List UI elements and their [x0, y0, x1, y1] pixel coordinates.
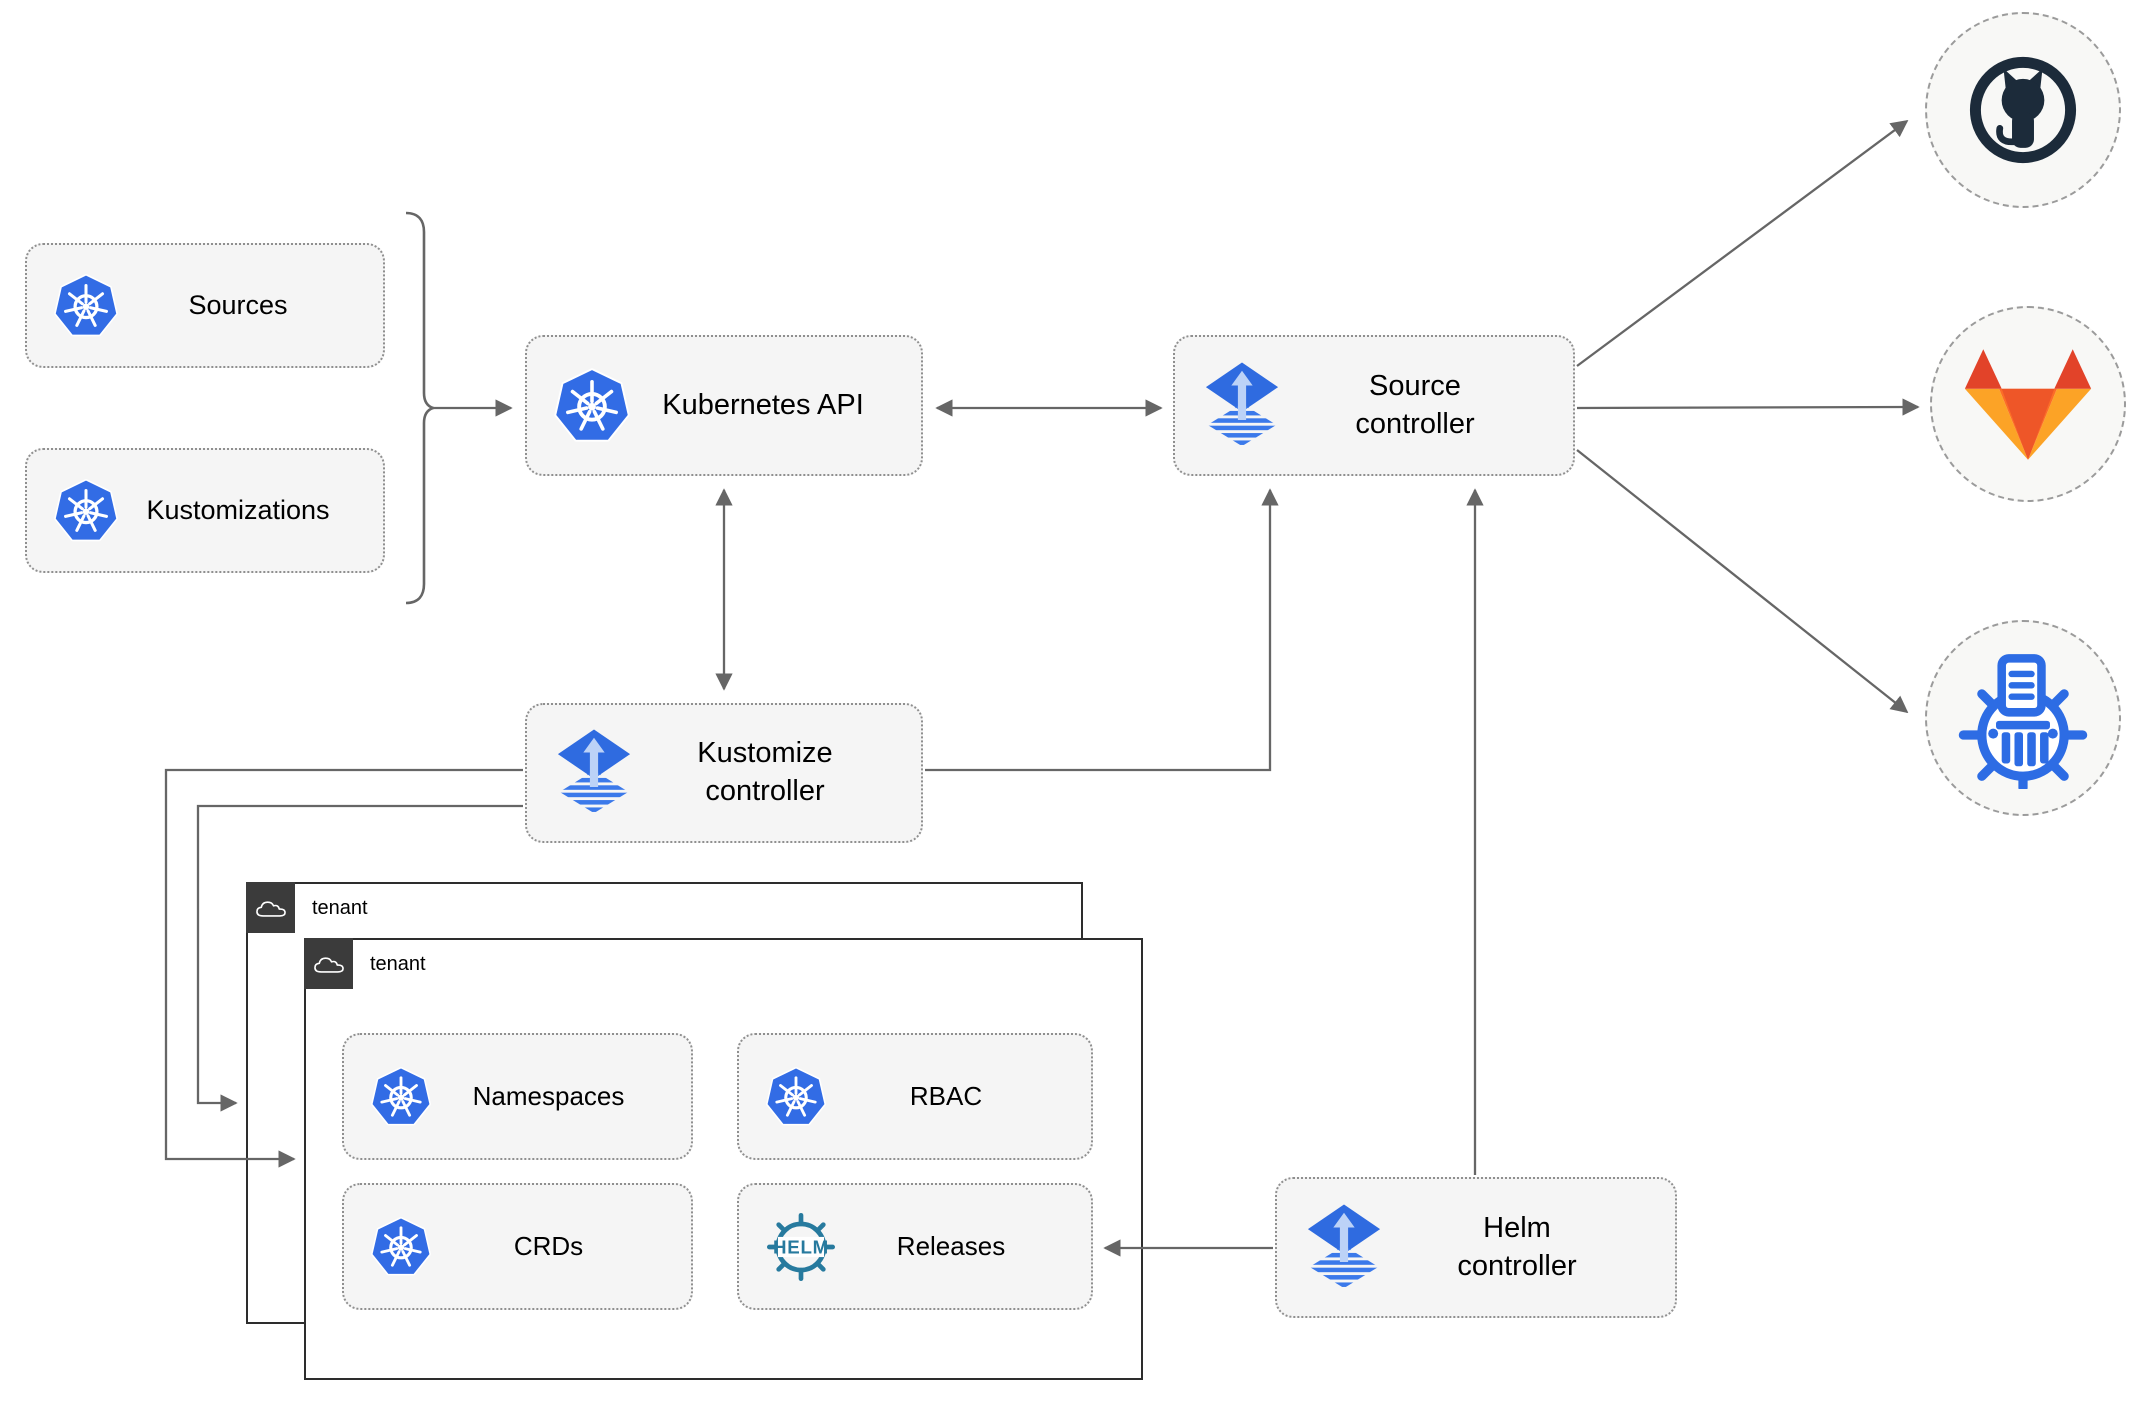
crds-label: CRDs: [513, 1230, 584, 1261]
kubernetes-icon: [765, 1066, 827, 1128]
releases-node: Releases: [737, 1183, 1093, 1310]
flux-icon: [553, 722, 635, 824]
namespaces-label: Namespaces: [472, 1080, 625, 1111]
releases-label: Releases: [896, 1230, 1006, 1261]
crds-node: CRDs: [342, 1183, 693, 1310]
sources-node: Sources: [25, 243, 385, 368]
sources-label: Sources: [188, 289, 288, 320]
cloud-icon: [253, 895, 289, 921]
rbac-node: RBAC: [737, 1033, 1093, 1160]
helm-controller-node: Helm controller: [1275, 1177, 1677, 1318]
kustomizations-label: Kustomizations: [146, 494, 330, 525]
source-controller-label: Source controller: [1355, 369, 1475, 440]
tenant-inner-label: tenant: [370, 953, 426, 975]
github-icon: [1962, 49, 2084, 171]
kubernetes-icon: [53, 478, 119, 544]
github-endpoint: [1925, 12, 2121, 208]
kustomize-controller-label: Kustomize controller: [697, 737, 833, 807]
source-controller-node: Source controller: [1173, 335, 1575, 476]
kubernetes-icon: [370, 1066, 432, 1128]
kustomizations-node: Kustomizations: [25, 448, 385, 573]
bucket-registry-icon: [1952, 647, 2094, 789]
gitlab-icon: [1962, 344, 2094, 465]
kubernetes-icon: [553, 367, 631, 445]
tenant-tab: [304, 938, 353, 989]
gitlab-endpoint: [1930, 306, 2126, 502]
namespaces-node: Namespaces: [342, 1033, 693, 1160]
flux-icon: [1201, 355, 1283, 457]
helm-controller-label: Helm controller: [1457, 1211, 1577, 1282]
bucket-registry-endpoint: [1925, 620, 2121, 816]
source-github-connector: [1576, 119, 1909, 367]
tenant-outer-label: tenant: [312, 897, 368, 919]
flux-icon: [1303, 1197, 1385, 1299]
rbac-label: RBAC: [909, 1080, 983, 1111]
cloud-icon: [311, 951, 347, 977]
kubernetes-api-node: Kubernetes API: [525, 335, 923, 476]
source-gitlab-connector: [1576, 398, 1920, 416]
kubernetes-icon: [370, 1216, 432, 1278]
kustomize-controller-node: Kustomize controller: [525, 703, 923, 843]
helm-icon: [765, 1211, 837, 1283]
sources-brace: [405, 211, 438, 605]
kubernetes-api-label: Kubernetes API: [662, 388, 864, 421]
source-bucket-connector: [1576, 449, 1909, 714]
kustomize-source-connector: [925, 488, 1279, 772]
kubernetes-icon: [53, 273, 119, 339]
tenant-tab: [246, 882, 295, 933]
